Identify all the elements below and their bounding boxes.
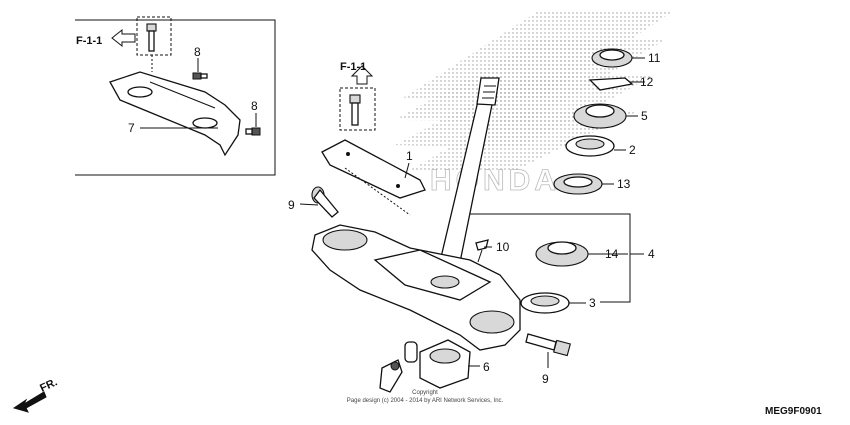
leader-lines xyxy=(140,57,645,368)
ref-label-center: F-1-1 xyxy=(340,61,366,73)
screw-part-10 xyxy=(475,239,489,263)
watermark-text: HONDA xyxy=(430,164,560,197)
callout-8-top: 8 xyxy=(194,45,201,59)
callout-2: 2 xyxy=(629,143,636,157)
callout-4: 4 xyxy=(648,247,655,261)
callout-1: 1 xyxy=(406,149,413,163)
callout-14: 14 xyxy=(605,247,619,261)
drawing-code: MEG9F0901 xyxy=(765,406,822,417)
race-part-3 xyxy=(520,292,570,314)
callout-10: 10 xyxy=(496,240,510,254)
dust-seal-part-2 xyxy=(565,135,615,157)
callout-6: 6 xyxy=(483,360,490,374)
front-direction-label: FR. xyxy=(38,376,59,394)
inset-ref-f-1-1: F-1-1 xyxy=(76,16,172,56)
inset-screw-8a xyxy=(192,58,208,80)
honda-wing-watermark: HONDA xyxy=(395,10,675,197)
copyright-block: Copyright Page design (c) 2004 - 2014 by… xyxy=(347,390,504,404)
front-direction-indicator: FR. xyxy=(12,376,59,413)
nut-part-11 xyxy=(591,48,633,68)
callout-3: 3 xyxy=(589,296,596,310)
callout-9-bottom: 9 xyxy=(542,372,549,386)
callout-13: 13 xyxy=(617,177,631,191)
inset-screw-8b xyxy=(245,113,261,136)
inset-bolt xyxy=(146,23,157,72)
copyright-line-2: Page design (c) 2004 - 2014 by ARI Netwo… xyxy=(347,398,504,404)
bolt-part-9-right xyxy=(525,333,571,357)
callout-8-right: 8 xyxy=(251,99,258,113)
callout-9-left: 9 xyxy=(288,198,295,212)
center-ref-f-1-1: F-1-1 xyxy=(339,61,376,131)
inset-frame xyxy=(75,19,276,176)
steering-lock-part-6 xyxy=(379,339,471,393)
nut-part-5 xyxy=(573,103,627,129)
ref-label-top-left: F-1-1 xyxy=(76,35,102,47)
bolt-part-9-left xyxy=(311,186,339,218)
plate-part-1 xyxy=(321,139,426,216)
callout-11: 11 xyxy=(648,51,661,65)
callout-12: 12 xyxy=(640,75,654,89)
callout-7: 7 xyxy=(128,121,135,135)
callout-numbers: 8 8 7 1 9 10 6 9 11 12 5 2 13 14 4 3 xyxy=(128,45,661,386)
bearing-part-14 xyxy=(535,241,589,267)
bearing-part-13 xyxy=(553,173,603,195)
bracket-part-7 xyxy=(109,71,241,157)
lower-triple-clamp xyxy=(311,224,521,351)
callout-5: 5 xyxy=(641,109,648,123)
washer-part-12 xyxy=(588,77,634,91)
copyright-line-1: Copyright xyxy=(412,390,438,396)
